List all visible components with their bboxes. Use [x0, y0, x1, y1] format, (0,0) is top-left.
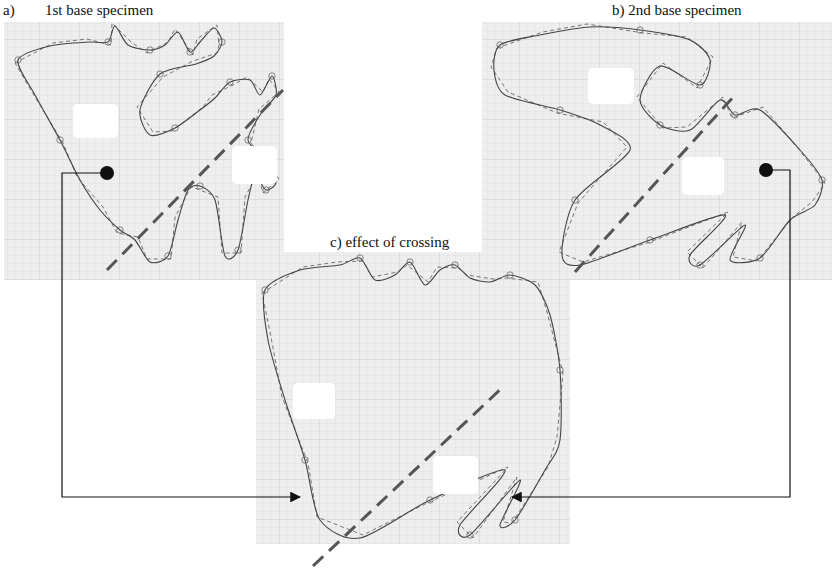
node-marker: [819, 177, 825, 183]
node-marker: [757, 255, 763, 261]
panel-caption: c) effect of crossing: [330, 233, 449, 251]
node-marker: [245, 137, 251, 143]
node-marker: [172, 125, 178, 131]
node-marker: [219, 39, 225, 45]
node-marker: [557, 107, 563, 113]
node-marker: [697, 262, 703, 268]
node-marker: [407, 259, 413, 265]
grid-panel: [256, 252, 570, 544]
node-marker: [732, 112, 738, 118]
node-marker: [147, 47, 153, 53]
node-marker: [647, 237, 653, 243]
shape-outline: [494, 27, 823, 266]
panel-caption: a): [3, 1, 15, 19]
node-marker: [452, 262, 458, 268]
node-marker: [657, 122, 663, 128]
source-dot: [100, 166, 114, 180]
holes: [73, 68, 724, 494]
control-polygon: [491, 24, 825, 268]
node-marker: [263, 187, 269, 193]
node-marker: [572, 197, 578, 203]
node-marker: [697, 82, 703, 88]
crossing-arrows: [62, 170, 790, 497]
node-marker: [57, 137, 63, 143]
node-marker: [157, 71, 163, 77]
cut-line: [107, 90, 735, 566]
control-polygon: [15, 23, 279, 259]
node-marker: [262, 287, 268, 293]
node-marker: [467, 532, 473, 538]
node-marker: [187, 49, 193, 55]
node-marker: [165, 253, 171, 259]
node-marker: [427, 497, 433, 503]
node-marker: [269, 73, 275, 79]
node-marker: [235, 247, 241, 253]
node-marker: [512, 517, 518, 523]
source-dot: [759, 163, 773, 177]
node-marker: [507, 272, 513, 278]
node-marker: [15, 57, 21, 63]
node-marker: [557, 367, 563, 373]
node-marker: [227, 79, 233, 85]
node-marker: [357, 255, 363, 261]
grid-panel: [482, 22, 832, 280]
node-marker: [117, 227, 123, 233]
grid-panel: [4, 22, 284, 280]
shape-outline: [18, 26, 277, 263]
panel-caption: b) 2nd base specimen: [612, 1, 742, 19]
node-marker: [497, 42, 503, 48]
node-marker: [637, 27, 643, 33]
panel-caption: 1st base specimen: [45, 1, 153, 19]
node-marker: [197, 183, 203, 189]
node-marker: [105, 39, 111, 45]
shape-outline: [263, 258, 561, 539]
node-marker: [302, 457, 308, 463]
